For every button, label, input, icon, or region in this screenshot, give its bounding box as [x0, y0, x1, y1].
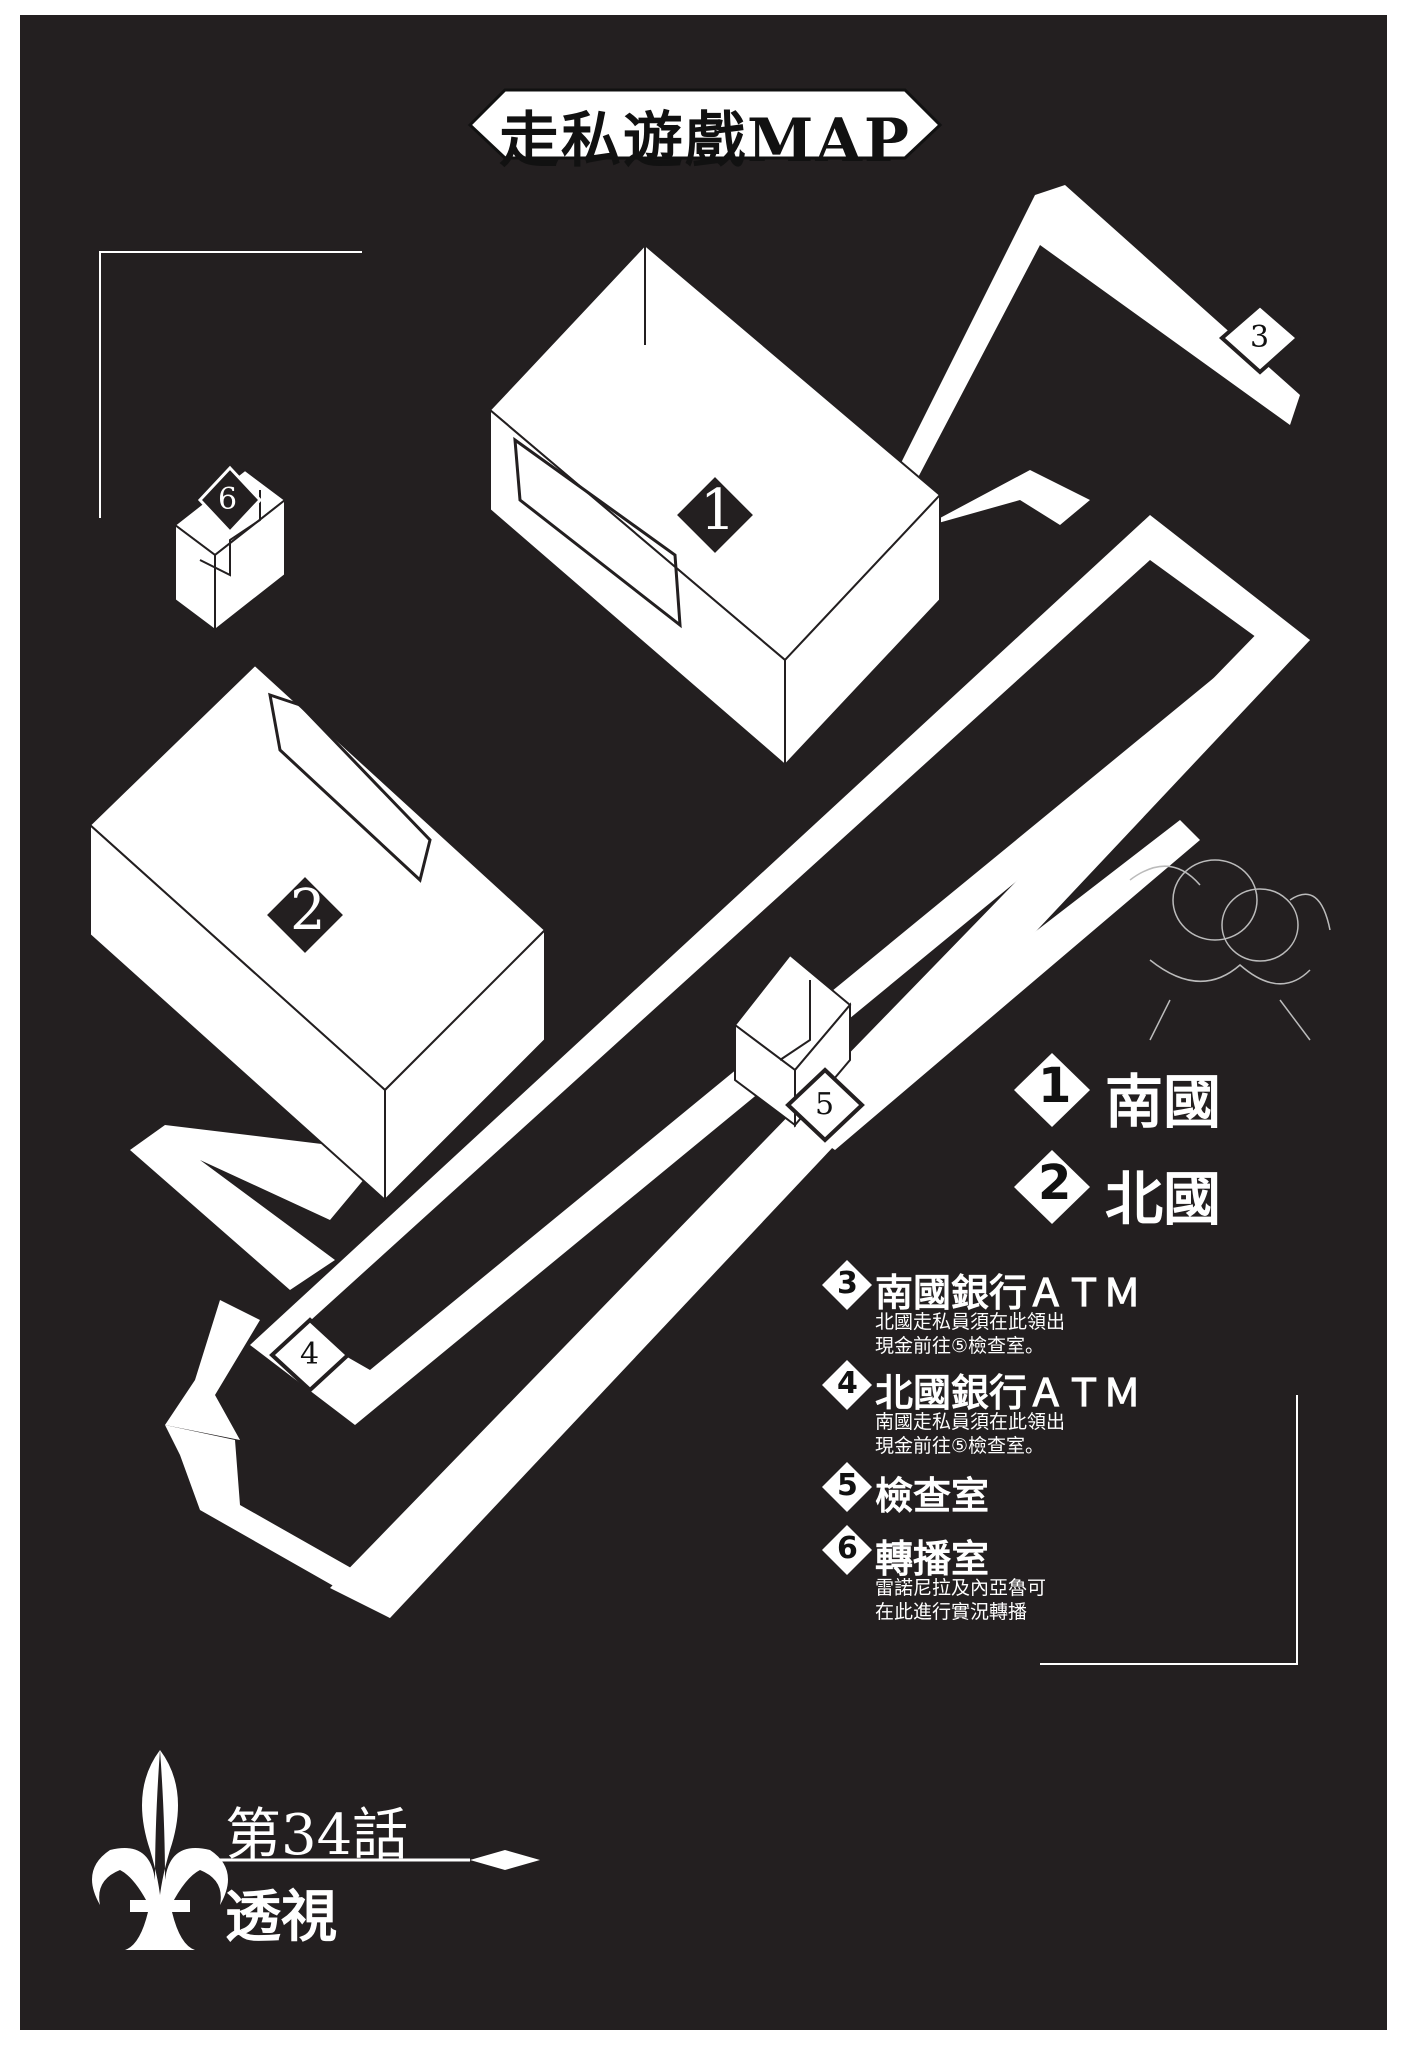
marker-4 — [269, 1317, 351, 1393]
marker-3-label: 3 — [1250, 320, 1270, 355]
legend-bullet-5 — [822, 1462, 872, 1512]
legend-bullet-6 — [822, 1525, 872, 1575]
legend-3-desc-2: 現金前往⑤檢查室。 — [875, 1335, 1045, 1357]
corner-bracket-top-left — [99, 251, 362, 518]
legend-5-name: 檢查室 — [875, 1474, 990, 1518]
marker-4-label: 4 — [300, 1337, 320, 1372]
title-banner — [467, 88, 943, 160]
legend-4-num: 4 — [837, 1366, 858, 1401]
marker-6 — [197, 465, 263, 535]
cherub-illustration — [1129, 859, 1331, 1041]
legend-6-name: 轉播室 — [875, 1537, 990, 1581]
map-title: 走私遊戲MAP — [498, 106, 912, 176]
legend-3-name: 南國銀行ＡＴＭ — [875, 1271, 1142, 1315]
legend-2-name: 北國 — [1105, 1165, 1222, 1233]
legend-4-name: 北國銀行ＡＴＭ — [875, 1371, 1142, 1415]
marker-1 — [672, 472, 758, 558]
marker-2 — [262, 872, 348, 958]
legend-bullet-2 — [1014, 1150, 1090, 1224]
marker-2-label: 2 — [290, 878, 326, 943]
legend-4-desc-1: 南國走私員須在此領出 — [875, 1411, 1066, 1433]
legend-6-desc-2: 在此進行實況轉播 — [875, 1601, 1028, 1623]
legend-3-desc-1: 北國走私員須在此領出 — [875, 1311, 1066, 1333]
marker-1-label: 1 — [700, 478, 736, 543]
legend-1-num: 1 — [1038, 1058, 1072, 1114]
legend-5-num: 5 — [837, 1468, 858, 1503]
legend-4-desc-2: 現金前往⑤檢查室。 — [875, 1435, 1045, 1457]
legend-6-num: 6 — [837, 1531, 858, 1566]
marker-5 — [785, 1067, 865, 1143]
marker-6-label: 6 — [218, 482, 238, 517]
legend-bullet-3 — [822, 1260, 872, 1310]
corner-bracket-bottom-right — [1040, 1395, 1298, 1665]
marker-5-label: 5 — [815, 1087, 835, 1122]
legend-3-num: 3 — [837, 1266, 858, 1301]
chapter-arrow — [220, 1850, 540, 1870]
fleur-de-lis-icon — [92, 1750, 228, 1950]
chapter-title: 透視 — [225, 1884, 337, 1950]
building-1-south-country — [488, 243, 942, 768]
legend-2-num: 2 — [1038, 1155, 1072, 1211]
marker-3 — [1218, 302, 1302, 375]
legend-bullet-4 — [822, 1360, 872, 1410]
legend-bullet-1 — [1014, 1053, 1090, 1127]
legend-6-desc-1: 雷諾尼拉及內亞魯可 — [875, 1577, 1047, 1599]
chapter-number: 第34話 — [225, 1803, 409, 1868]
building-2-north-country — [88, 663, 547, 1203]
legend-1-name: 南國 — [1105, 1068, 1222, 1136]
